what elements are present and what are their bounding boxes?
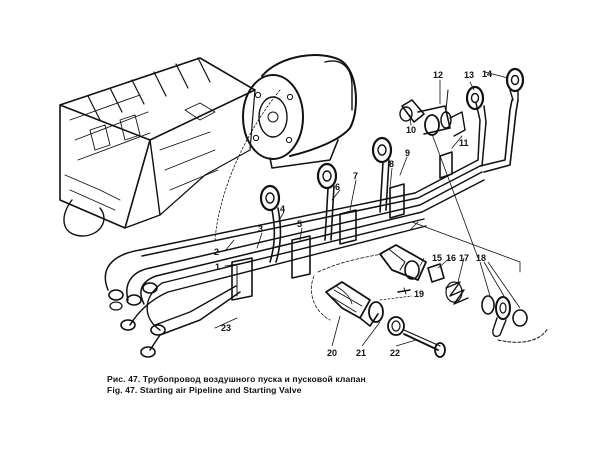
part-label-22: 22 [390,348,400,358]
part-label-16: 16 [446,253,456,263]
part-label-3: 3 [258,224,263,234]
part-label-2: 2 [214,247,219,257]
part-label-20: 20 [327,348,337,358]
part-label-19: 19 [414,289,424,299]
pipe-end-fittings [108,282,166,358]
part-label-15: 15 [432,253,442,263]
part-label-9: 9 [405,148,410,158]
upper-fitting-assembly [399,89,466,137]
part-label-12: 12 [433,70,443,80]
part-label-7: 7 [353,171,358,181]
air-distributor-illustration [242,54,357,169]
part-label-17: 17 [459,253,469,263]
part-label-14: 14 [482,69,492,79]
part-label-21: 21 [356,348,366,358]
part-label-5: 5 [297,219,302,229]
leader-lines [214,71,521,329]
starting-valve-parts [311,244,549,358]
pipe-bundle [104,99,519,351]
part-label-4: 4 [280,204,285,214]
bottom-leaders [331,257,521,347]
engine-block-illustration [59,57,256,237]
part-label-1: 1 [215,262,220,272]
part-labels: 1 2 3 4 5 6 7 8 9 10 11 12 13 14 15 16 1… [214,69,492,358]
part-label-10: 10 [406,125,416,135]
part-label-6: 6 [335,182,340,192]
banjo-fittings [259,67,525,263]
part-label-13: 13 [464,70,474,80]
caption-english: Fig. 47. Starting air Pipeline and Start… [107,385,302,395]
caption-russian: Рис. 47. Трубопровод воздушного пуска и … [107,374,366,384]
pipe-clamps [231,151,453,301]
part-label-11: 11 [459,138,469,148]
part-label-18: 18 [476,253,486,263]
part-label-23: 23 [221,323,231,333]
part-label-8: 8 [389,159,394,169]
